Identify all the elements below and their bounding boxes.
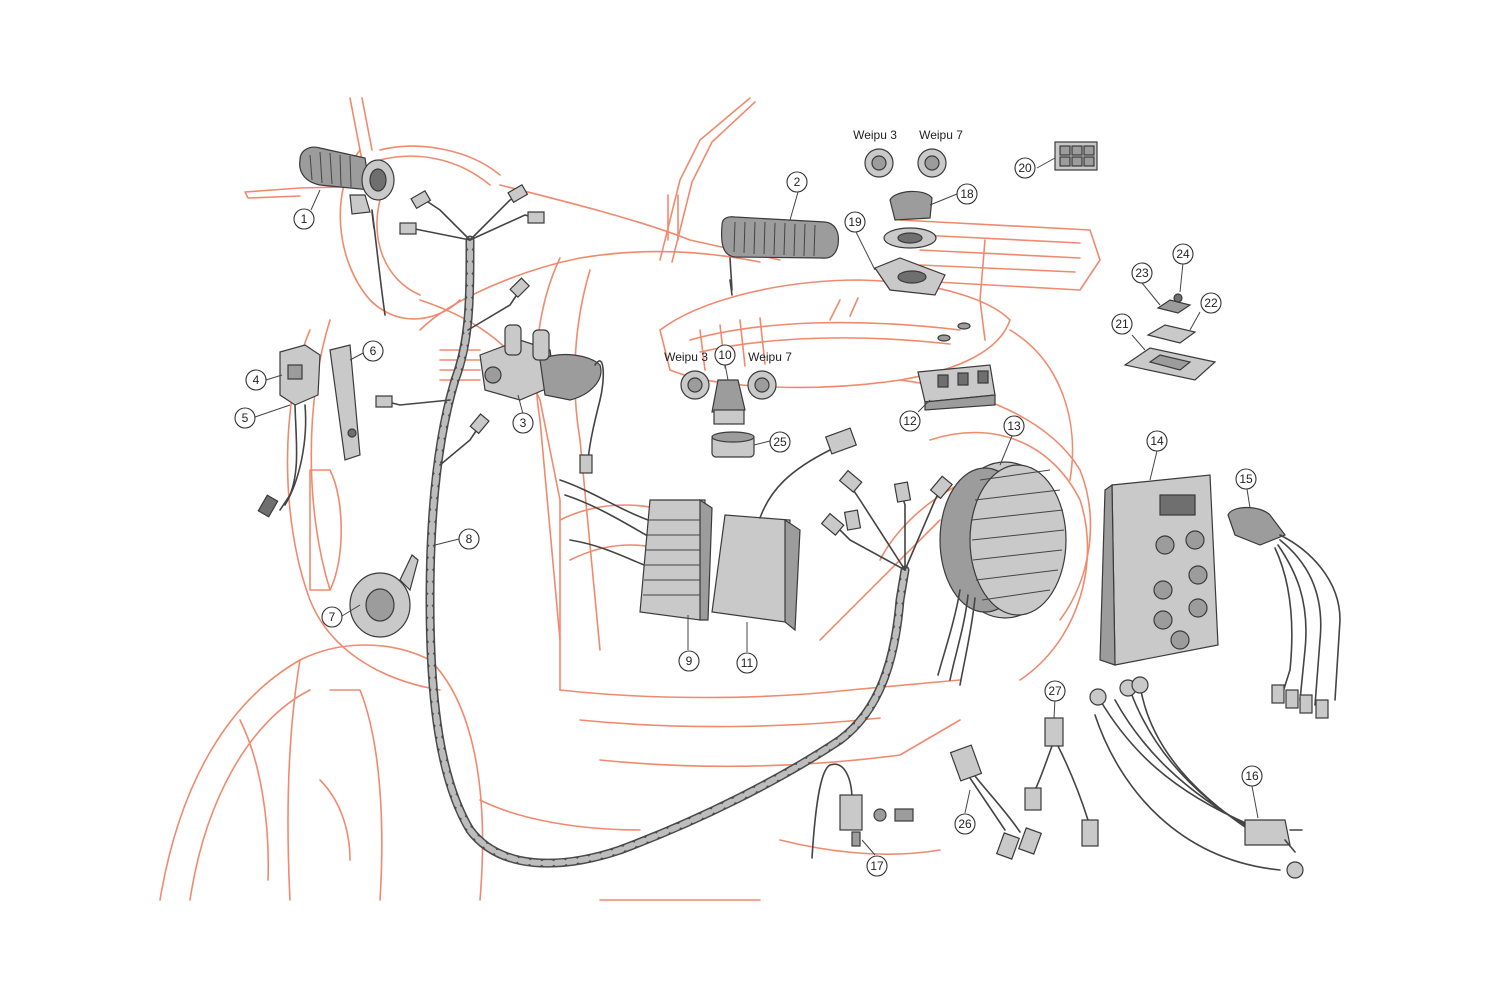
weipu-connectors-top: [864, 148, 947, 249]
callout-26: 26: [954, 813, 976, 835]
svg-text:8: 8: [466, 532, 473, 546]
svg-text:2: 2: [794, 175, 801, 189]
svg-text:7: 7: [329, 610, 336, 624]
svg-text:11: 11: [741, 656, 754, 670]
motor-controller: [1099, 474, 1219, 666]
scooter-outline: [159, 97, 1101, 901]
indicator-panel: [1054, 141, 1098, 171]
fuse-block: [917, 322, 996, 411]
callout-24: 24: [1172, 243, 1194, 265]
wiring-harness: [387, 194, 941, 868]
callout-1: 1: [293, 208, 315, 230]
connector-sleeve: [711, 431, 755, 458]
svg-text:16: 16: [1245, 769, 1259, 783]
svg-text:9: 9: [686, 654, 693, 668]
relay-unit: [257, 344, 321, 518]
power-cable-assembly: [1089, 676, 1304, 879]
adapter-cable-2: [1024, 717, 1099, 847]
svg-text:21: 21: [1115, 317, 1129, 331]
svg-text:22: 22: [1204, 296, 1218, 310]
callout-2: 2: [786, 171, 808, 193]
svg-text:27: 27: [1048, 684, 1062, 698]
svg-text:4: 4: [253, 373, 260, 387]
callout-19: 19: [844, 211, 866, 233]
callout-16: 16: [1241, 765, 1263, 787]
svg-text:18: 18: [960, 187, 974, 201]
label-weipu-7-top: Weipu 7: [919, 128, 963, 142]
left-grip: [720, 216, 840, 291]
label-weipu-3-top: Weipu 3: [853, 128, 897, 142]
svg-text:24: 24: [1176, 247, 1190, 261]
svg-text:10: 10: [718, 348, 732, 362]
callout-7: 7: [321, 606, 343, 628]
label-weipu-3-mid: Weipu 3: [664, 350, 708, 364]
callout-14: 14: [1146, 430, 1168, 452]
dc-converter: [559, 479, 713, 621]
svg-text:12: 12: [903, 414, 917, 428]
control-box: [711, 427, 858, 632]
svg-text:6: 6: [370, 344, 377, 358]
mounting-bracket: [329, 344, 361, 461]
callout-12: 12: [899, 410, 921, 432]
throttle-grip: [299, 146, 395, 316]
svg-text:25: 25: [773, 435, 787, 449]
svg-text:1: 1: [301, 212, 308, 226]
callout-22: 22: [1200, 292, 1222, 314]
callout-6: 6: [362, 340, 384, 362]
callout-15: 15: [1235, 468, 1257, 490]
svg-text:14: 14: [1150, 434, 1164, 448]
svg-text:17: 17: [870, 859, 884, 873]
svg-text:3: 3: [520, 416, 527, 430]
screws: [371, 211, 733, 296]
adapter-cable: [949, 744, 1043, 860]
side-stand-switch: [811, 763, 914, 859]
svg-text:20: 20: [1018, 161, 1032, 175]
callout-20: 20: [1014, 157, 1036, 179]
callout-18: 18: [956, 183, 978, 205]
callout-17: 17: [866, 855, 888, 877]
callout-9: 9: [678, 650, 700, 672]
callout-11: 11: [736, 652, 758, 674]
weipu-connectors-mid: [680, 370, 777, 425]
callout-21: 21: [1111, 313, 1133, 335]
callout-23: 23: [1131, 262, 1153, 284]
svg-text:26: 26: [958, 817, 972, 831]
horn: [349, 554, 419, 638]
callout-5: 5: [234, 407, 256, 429]
callout-10: 10: [714, 344, 736, 366]
svg-text:19: 19: [848, 215, 862, 229]
gasket-plate: [874, 257, 946, 296]
motor: [937, 461, 1067, 686]
callout-3: 3: [512, 412, 534, 434]
harness-connectors: [375, 183, 953, 536]
callout-13: 13: [1003, 415, 1025, 437]
svg-text:5: 5: [242, 411, 249, 425]
label-weipu-7-mid: Weipu 7: [748, 350, 792, 364]
callout-4: 4: [245, 369, 267, 391]
callout-8: 8: [458, 528, 480, 550]
signal-cable-assembly: [1227, 506, 1341, 719]
charging-port-gasket-stack: [1123, 293, 1217, 381]
svg-text:23: 23: [1135, 266, 1149, 280]
ignition-switch: [479, 324, 605, 474]
svg-text:13: 13: [1007, 419, 1021, 433]
callout-25: 25: [769, 431, 791, 453]
callouts: 1 2 3 4 5 6 7 8 9 10 11 12 13 14 15 16 1…: [234, 157, 1263, 877]
callout-27: 27: [1044, 680, 1066, 702]
svg-text:15: 15: [1239, 472, 1253, 486]
